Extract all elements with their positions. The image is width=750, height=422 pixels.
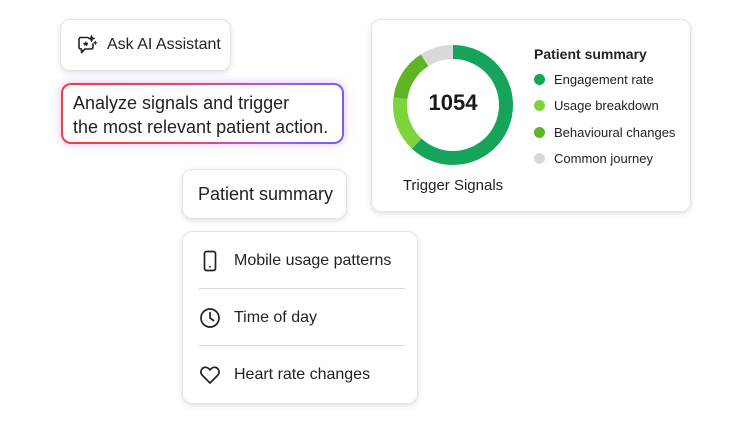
signal-item-label: Mobile usage patterns xyxy=(234,252,392,269)
legend-swatch xyxy=(534,153,545,164)
legend-label: Behavioural changes xyxy=(554,124,676,140)
ai-prompt-box[interactable]: Analyze signals and trigger the most rel… xyxy=(61,83,344,144)
donut-center-value: 1054 xyxy=(428,90,478,115)
clock-icon xyxy=(199,307,221,329)
legend-label: Usage breakdown xyxy=(554,98,659,113)
trigger-signals-chart-card xyxy=(371,19,691,212)
donut-slice-engagement-rate xyxy=(411,45,513,165)
ai-chat-sparkle-icon xyxy=(76,34,98,56)
legend-title: Patient summary xyxy=(534,46,647,62)
legend-swatch xyxy=(534,126,545,138)
signal-list-card: Mobile usage patterns Time of day Heart … xyxy=(182,231,418,404)
legend-item: Common journey xyxy=(534,150,653,168)
donut-slice-behavioural-changes xyxy=(393,54,429,100)
legend-label: Engagement rate xyxy=(554,71,654,87)
legend-swatch xyxy=(534,100,545,111)
signal-item-time-of-day[interactable]: Time of day xyxy=(183,290,417,346)
trigger-signals-donut-chart xyxy=(393,45,513,165)
legend-label: Common journey xyxy=(554,151,653,166)
legend-item: Engagement rate xyxy=(534,70,654,88)
legend-swatch xyxy=(534,73,545,85)
prompt-line-1: Analyze signals and trigger xyxy=(73,93,290,113)
legend-item: Usage breakdown xyxy=(534,97,659,115)
donut-slice-common-journey xyxy=(420,45,454,67)
heart-icon xyxy=(199,364,221,386)
signal-item-mobile-usage[interactable]: Mobile usage patterns xyxy=(183,233,417,289)
ask-ai-assistant-button[interactable]: Ask AI Assistant xyxy=(60,19,231,71)
chart-caption: Trigger Signals xyxy=(402,177,504,194)
ai-prompt-text: Analyze signals and trigger the most rel… xyxy=(63,85,342,142)
signal-item-label: Time of day xyxy=(234,309,317,326)
list-divider xyxy=(199,345,405,346)
legend-item: Behavioural changes xyxy=(534,123,675,141)
patient-summary-card[interactable]: Patient summary xyxy=(182,169,347,219)
prompt-line-2: the most relevant patient action. xyxy=(73,117,329,137)
mobile-phone-icon xyxy=(199,250,221,272)
signal-item-heart-rate[interactable]: Heart rate changes xyxy=(183,347,417,403)
ask-ai-assistant-label: Ask AI Assistant xyxy=(107,36,221,53)
donut-slice-usage-breakdown xyxy=(393,97,422,149)
patient-summary-label: Patient summary xyxy=(198,183,334,204)
signal-item-label: Heart rate changes xyxy=(234,366,371,383)
list-divider xyxy=(199,288,405,289)
